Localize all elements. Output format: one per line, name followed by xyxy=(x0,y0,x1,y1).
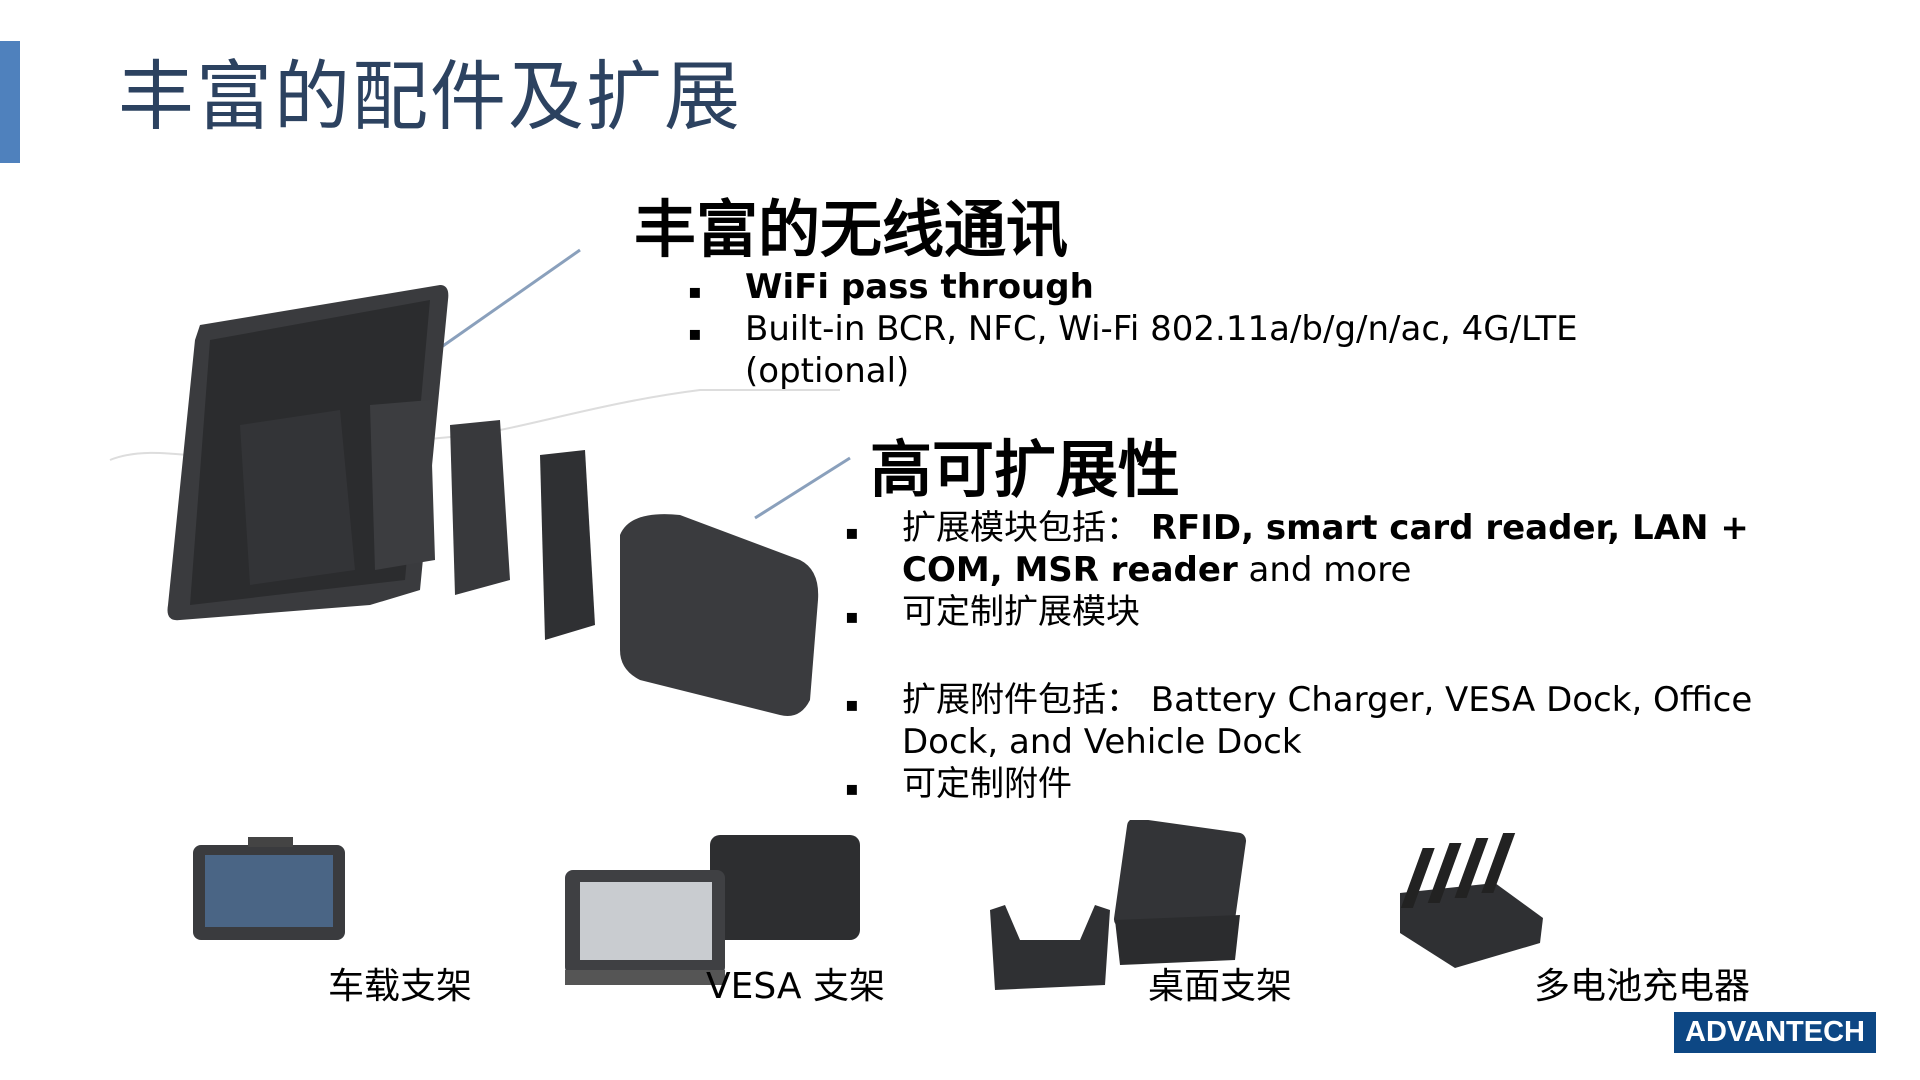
expand-bullet-4-text: 可定制附件 xyxy=(902,764,1072,804)
tablet-modules-image xyxy=(109,248,851,716)
expand-bullet-3-cont: Dock, and Vehicle Dock xyxy=(902,722,1302,762)
accessory-label-vehicle: 车载支架 xyxy=(328,966,473,1007)
expand-bullet-3: ▪ 扩展附件包括： Battery Charger, VESA Dock, Of… xyxy=(845,679,1752,721)
wireless-heading: 丰富的无线通讯 xyxy=(634,193,1069,266)
bullet: ▪ xyxy=(845,776,859,800)
advantech-logo: ADVANTECH xyxy=(1674,1012,1876,1053)
expand-bullet-1-text: 扩展模块包括： RFID, smart card reader, LAN + xyxy=(902,508,1749,548)
accessory-label-vesa: VESA 支架 xyxy=(706,966,885,1007)
wireless-bullet-2-text: Built-in BCR, NFC, Wi-Fi 802.11a/b/g/n/a… xyxy=(745,309,1578,349)
expand-bullet-4: ▪ 可定制附件 xyxy=(845,763,1072,805)
expand-heading: 高可扩展性 xyxy=(870,433,1181,506)
expand-bullet-1-cont: COM, MSR reader and more xyxy=(902,550,1412,590)
accessory-label-desk: 桌面支架 xyxy=(1148,966,1293,1007)
bullet: ▪ xyxy=(845,520,859,544)
wireless-bullet-1-text: WiFi pass through xyxy=(745,267,1094,307)
page-title: 丰富的配件及扩展 xyxy=(118,52,742,141)
desk-dock-image xyxy=(990,820,1247,990)
wireless-bullet-2-cont: (optional) xyxy=(745,351,910,391)
vehicle-dock-image xyxy=(193,837,345,940)
wireless-bullet-1: ▪ WiFi pass through xyxy=(688,266,1094,308)
vesa-dock-image xyxy=(565,835,860,985)
wireless-bullet-2: ▪ Built-in BCR, NFC, Wi-Fi 802.11a/b/g/n… xyxy=(688,308,1578,350)
expand-bullet-2: ▪ 可定制扩展模块 xyxy=(845,591,1140,633)
expand-bullet-3-text: 扩展附件包括： Battery Charger, VESA Dock, Offi… xyxy=(902,680,1753,720)
expand-bullet-2-text: 可定制扩展模块 xyxy=(902,592,1140,632)
expand-bullet-1: ▪ 扩展模块包括： RFID, smart card reader, LAN + xyxy=(845,507,1749,549)
title-accent-bar xyxy=(0,41,20,163)
bullet: ▪ xyxy=(845,692,859,716)
bullet: ▪ xyxy=(688,279,702,303)
battery-charger-image xyxy=(1400,833,1543,968)
accessory-label-charger: 多电池充电器 xyxy=(1534,966,1751,1007)
bullet: ▪ xyxy=(688,321,702,345)
bullet: ▪ xyxy=(845,604,859,628)
